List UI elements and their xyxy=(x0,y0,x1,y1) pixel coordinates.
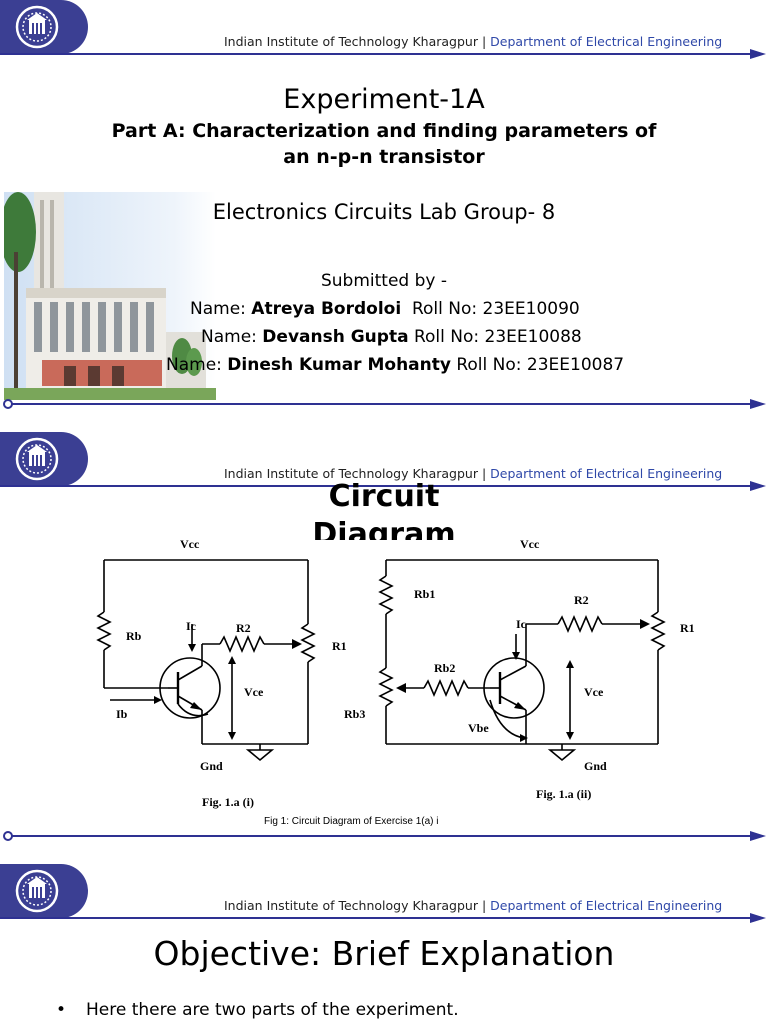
header-department: Department of Electrical Engineering xyxy=(490,898,723,913)
footer-rule xyxy=(3,399,766,409)
member-name: Dinesh Kumar Mohanty xyxy=(227,355,451,375)
label-vcc-i: Vcc xyxy=(180,538,200,551)
member-roll: Roll No: 23EE10088 xyxy=(408,327,582,347)
institute-logo xyxy=(0,864,88,918)
label-r1-i: R1 xyxy=(332,639,347,653)
header-bar: Indian Institute of Technology Kharagpur… xyxy=(224,466,722,481)
bullet-icon: • xyxy=(56,1000,67,1020)
slide-title: Circuit Diagram xyxy=(0,478,768,540)
member-name: Atreya Bordoloi xyxy=(251,299,402,319)
member-name-label: Name: xyxy=(166,355,228,375)
label-vce-i: Vce xyxy=(244,685,264,699)
member-row: Name: Dinesh Kumar Mohanty Roll No: 23EE… xyxy=(166,355,624,375)
header-bar: Indian Institute of Technology Kharagpur… xyxy=(224,34,722,49)
label-ib: Ib xyxy=(116,707,128,721)
header-separator: | xyxy=(481,898,487,913)
label-rb2: Rb2 xyxy=(434,661,455,675)
circuit-ii xyxy=(378,559,666,762)
circuit-diagram-figure: Vcc Rb Ic R2 R1 Vce Ib Gnd Fig. 1.a (i) … xyxy=(96,538,695,809)
slide-title: Indian Institute of Technology Kharagpur… xyxy=(0,0,768,412)
subtitle-line-1: Part A: Characterization and finding par… xyxy=(111,120,657,142)
header-separator: | xyxy=(481,34,487,49)
header-separator: | xyxy=(481,466,487,481)
member-roll: Roll No: 23EE10090 xyxy=(401,299,580,319)
header-institute: Indian Institute of Technology Kharagpur xyxy=(224,466,478,481)
member-row: Name: Devansh Gupta Roll No: 23EE10088 xyxy=(201,327,582,347)
title-line-2: Diagram xyxy=(312,517,456,540)
label-r1-ii: R1 xyxy=(680,621,695,635)
header-institute: Indian Institute of Technology Kharagpur xyxy=(224,898,478,913)
label-ic-ii: Ic xyxy=(516,617,527,631)
member-row: Name: Atreya Bordoloi Roll No: 23EE10090 xyxy=(190,299,580,319)
label-fig-ii: Fig. 1.a (ii) xyxy=(536,787,591,801)
header-rule xyxy=(0,49,766,59)
institute-logo xyxy=(0,0,88,54)
header-department: Department of Electrical Engineering xyxy=(490,34,723,49)
label-vbe: Vbe xyxy=(468,721,489,735)
iit-emblem-icon xyxy=(15,437,59,481)
member-name-label: Name: xyxy=(190,299,252,319)
member-name-label: Name: xyxy=(201,327,263,347)
footer-rule xyxy=(3,831,766,841)
label-gnd-i: Gnd xyxy=(200,759,223,773)
circuit-i xyxy=(96,559,316,762)
iit-emblem-icon xyxy=(15,5,59,49)
header-department: Department of Electrical Engineering xyxy=(490,466,723,481)
label-fig-i: Fig. 1.a (i) xyxy=(202,795,254,809)
header-bar: Indian Institute of Technology Kharagpur… xyxy=(224,898,722,913)
figure-caption: Fig 1: Circuit Diagram of Exercise 1(a) … xyxy=(264,816,439,827)
header-rule xyxy=(0,913,766,923)
title-line-1: Circuit xyxy=(328,479,440,514)
slide-circuit-diagram: Indian Institute of Technology Kharagpur… xyxy=(0,432,768,844)
bullet-item: • Here there are two parts of the experim… xyxy=(56,1000,459,1020)
label-rb: Rb xyxy=(126,629,142,643)
label-r2-i: R2 xyxy=(236,621,251,635)
header-institute: Indian Institute of Technology Kharagpur xyxy=(224,34,478,49)
label-rb3: Rb3 xyxy=(344,707,365,721)
slide-title-text: Objective: Brief Explanation xyxy=(153,934,615,973)
label-ic-i: Ic xyxy=(186,619,197,633)
label-rb1: Rb1 xyxy=(414,587,435,601)
member-roll: Roll No: 23EE10087 xyxy=(450,355,625,375)
bullet-text: Here there are two parts of the experime… xyxy=(86,1000,459,1020)
campus-building-image xyxy=(4,192,216,400)
iit-emblem-icon xyxy=(15,869,59,913)
label-vce-ii: Vce xyxy=(584,685,604,699)
slide-objective: Indian Institute of Technology Kharagpur… xyxy=(0,864,768,1024)
slide-title-text: Experiment-1A xyxy=(283,84,485,115)
label-gnd-ii: Gnd xyxy=(584,759,607,773)
submitted-by-label: Submitted by - xyxy=(320,271,447,291)
member-name: Devansh Gupta xyxy=(262,327,409,347)
header-rule xyxy=(0,481,766,491)
lab-group: Electronics Circuits Lab Group- 8 xyxy=(212,200,556,224)
subtitle-line-2: an n-p-n transistor xyxy=(283,146,485,168)
label-vcc-ii: Vcc xyxy=(520,538,540,551)
label-r2-ii: R2 xyxy=(574,593,589,607)
slide-subtitle: Part A: Characterization and finding par… xyxy=(0,118,768,170)
institute-logo xyxy=(0,432,88,486)
